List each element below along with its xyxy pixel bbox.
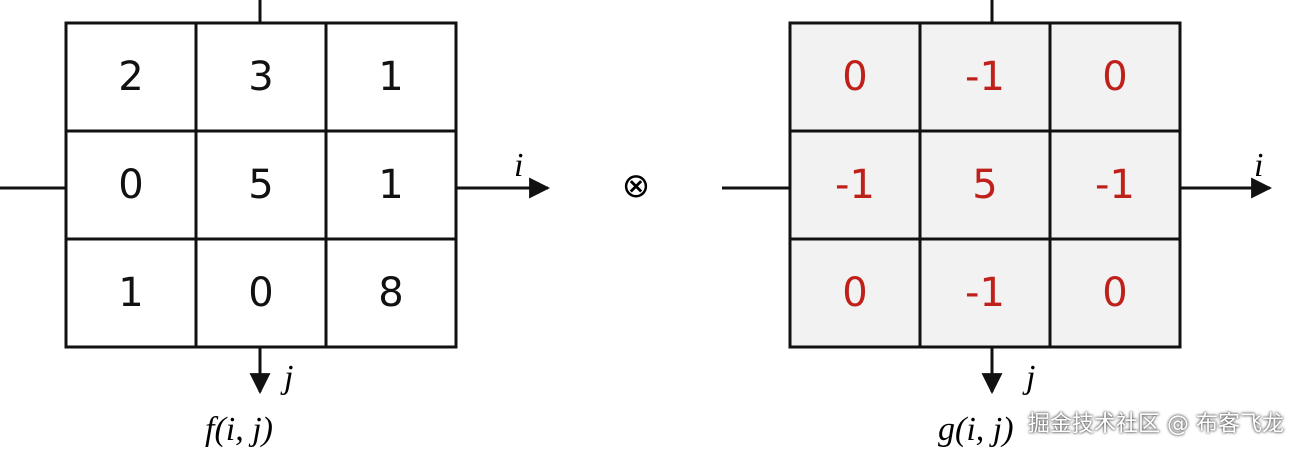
g-axis-j-label: j bbox=[1022, 359, 1035, 396]
matrix-g-cell-box bbox=[1048, 129, 1182, 241]
matrix-f-cell-box bbox=[324, 237, 458, 349]
matrix-g-cell-value: 5 bbox=[972, 162, 997, 208]
matrix-g-cell-value: 0 bbox=[1102, 270, 1127, 316]
matrix-f-cell-box bbox=[64, 21, 198, 133]
matrix-f: 2 3 1 0 5 1 1 0 8 i j f(i, j) bbox=[0, 0, 551, 448]
matrix-g-cell-box bbox=[1048, 237, 1182, 349]
convolution-operator: ⊗ bbox=[622, 166, 651, 206]
matrix-g-cell-value: -1 bbox=[835, 162, 875, 208]
matrix-g-grid: 0 -1 0 -1 5 -1 0 -1 0 bbox=[788, 21, 1182, 349]
matrix-f-cell-value: 1 bbox=[378, 162, 403, 208]
matrix-f-cell-value: 8 bbox=[378, 270, 403, 316]
matrix-g-cell-box bbox=[918, 237, 1052, 349]
matrix-f-cell-value: 0 bbox=[118, 162, 143, 208]
matrix-g-cell-value: -1 bbox=[965, 54, 1005, 100]
matrix-f-cell-value: 3 bbox=[248, 54, 273, 100]
matrix-f-cell-value: 2 bbox=[118, 54, 143, 100]
f-axis-i-label: i bbox=[514, 147, 523, 184]
matrix-f-cell-box bbox=[64, 129, 198, 241]
matrix-g-cell-value: 0 bbox=[1102, 54, 1127, 100]
matrix-f-grid: 2 3 1 0 5 1 1 0 8 bbox=[64, 21, 458, 349]
matrix-f-cell-box bbox=[324, 129, 458, 241]
f-function-label: f(i, j) bbox=[205, 411, 273, 448]
matrix-g-cell-value: -1 bbox=[1095, 162, 1135, 208]
matrix-g-cell-box bbox=[788, 237, 922, 349]
matrix-f-cell-value: 1 bbox=[118, 270, 143, 316]
matrix-f-cell-value: 1 bbox=[378, 54, 403, 100]
matrix-g-cell-box bbox=[918, 129, 1052, 241]
matrix-g-cell-value: -1 bbox=[965, 270, 1005, 316]
watermark-text: 掘金技术社区 @ 布客飞龙 bbox=[1028, 412, 1284, 437]
matrix-g: 0 -1 0 -1 5 -1 0 -1 0 i j g(i, j) bbox=[722, 0, 1273, 448]
matrix-f-cell-value: 5 bbox=[248, 162, 273, 208]
f-axis-j-label: j bbox=[280, 359, 293, 396]
matrix-g-cell-value: 0 bbox=[842, 270, 867, 316]
g-function-label: g(i, j) bbox=[938, 411, 1014, 448]
matrix-g-cell-value: 0 bbox=[842, 54, 867, 100]
g-axis-i-label: i bbox=[1254, 147, 1263, 184]
matrix-g-cell-box bbox=[918, 21, 1052, 133]
matrix-f-cell-box bbox=[324, 21, 458, 133]
matrix-f-cell-value: 0 bbox=[248, 270, 273, 316]
